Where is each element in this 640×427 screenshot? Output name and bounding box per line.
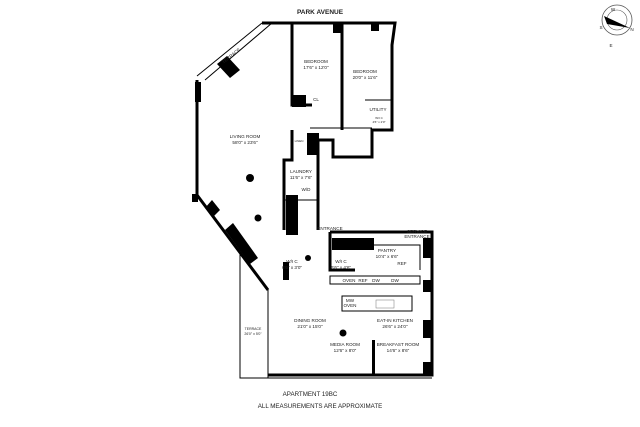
laundry-size: 11'6" x 7'6"	[290, 175, 313, 180]
bedroom2-label: BEDROOM	[353, 69, 377, 74]
kitchen-island	[341, 295, 413, 312]
wall-blocks	[192, 23, 433, 376]
svg-text:E: E	[609, 43, 612, 48]
breakfast-room-label: BREAKFAST ROOM	[377, 342, 420, 347]
wic1-size: 6'6" x 3'0"	[282, 265, 302, 270]
kitchen-label: EAT-IN KITCHEN	[377, 318, 413, 323]
bedroom1-size: 17'6" x 12'0"	[303, 65, 329, 70]
approximate-note: ALL MEASUREMENTS ARE APPROXIMATE	[258, 403, 382, 410]
appliance-dw-2: DW	[391, 278, 399, 283]
utility-label: UTILITY	[369, 107, 386, 112]
wic1-label: W/I C	[286, 259, 298, 264]
dining-room-size: 21'0" x 15'0"	[297, 324, 323, 329]
wd-label: W/D	[302, 187, 312, 192]
laundry-label: LAUNDRY	[290, 169, 312, 174]
pantry-label: PANTRY	[378, 248, 396, 253]
entrance-label: ENTRANCE	[317, 226, 342, 231]
media-room-label: MEDIA ROOM	[330, 342, 360, 347]
pantry-ref-label: REF	[397, 261, 406, 266]
linen-label: LINEN	[295, 139, 304, 143]
svg-text:N: N	[630, 27, 633, 32]
closet-label: CL	[313, 97, 319, 102]
apartment-label: APARTMENT 19BC	[283, 391, 338, 398]
media-room-size: 12'6" x 8'0"	[334, 348, 357, 353]
appliance-ref: REF	[358, 278, 367, 283]
wic-small-label: W/I C	[375, 116, 383, 120]
appliance-oven: OVEN	[342, 278, 355, 283]
terrace-bottom-label: TERRACE	[245, 327, 262, 331]
service-entrance-label: SERVICE	[407, 229, 427, 234]
pantry-size: 10'4" x 6'6"	[376, 254, 399, 259]
appliance-dw: DW	[372, 278, 380, 283]
svg-text:S: S	[599, 25, 602, 30]
counter	[329, 275, 421, 285]
bedroom1-label: BEDROOM	[304, 59, 328, 64]
dining-room-label: DINING ROOM	[294, 318, 326, 323]
service-entrance-label-2: ENTRANCE	[404, 234, 429, 239]
terrace-bottom-size: 26'0" x 5'0"	[244, 332, 262, 336]
bedroom2-size: 20'0" x 11'6"	[353, 75, 378, 80]
living-room-size: 58'0" x 23'6"	[232, 140, 258, 145]
mw-oven-label: MW	[346, 298, 355, 303]
wic2-size: 6'6" x 4'6"	[331, 265, 351, 270]
compass-icon: W N S E	[599, 4, 634, 48]
kitchen-size: 26'6" x 24'0"	[382, 324, 408, 329]
wic-small-size: 4'6" x 2'0"	[372, 120, 385, 124]
wic2-label: W/I C	[335, 259, 347, 264]
street-label: PARK AVENUE	[297, 9, 344, 16]
living-room-label: LIVING ROOM	[230, 134, 261, 139]
svg-text:W: W	[611, 7, 616, 12]
mw-oven-label-2: OVEN	[343, 303, 356, 308]
breakfast-room-size: 14'6" x 8'6"	[387, 348, 410, 353]
